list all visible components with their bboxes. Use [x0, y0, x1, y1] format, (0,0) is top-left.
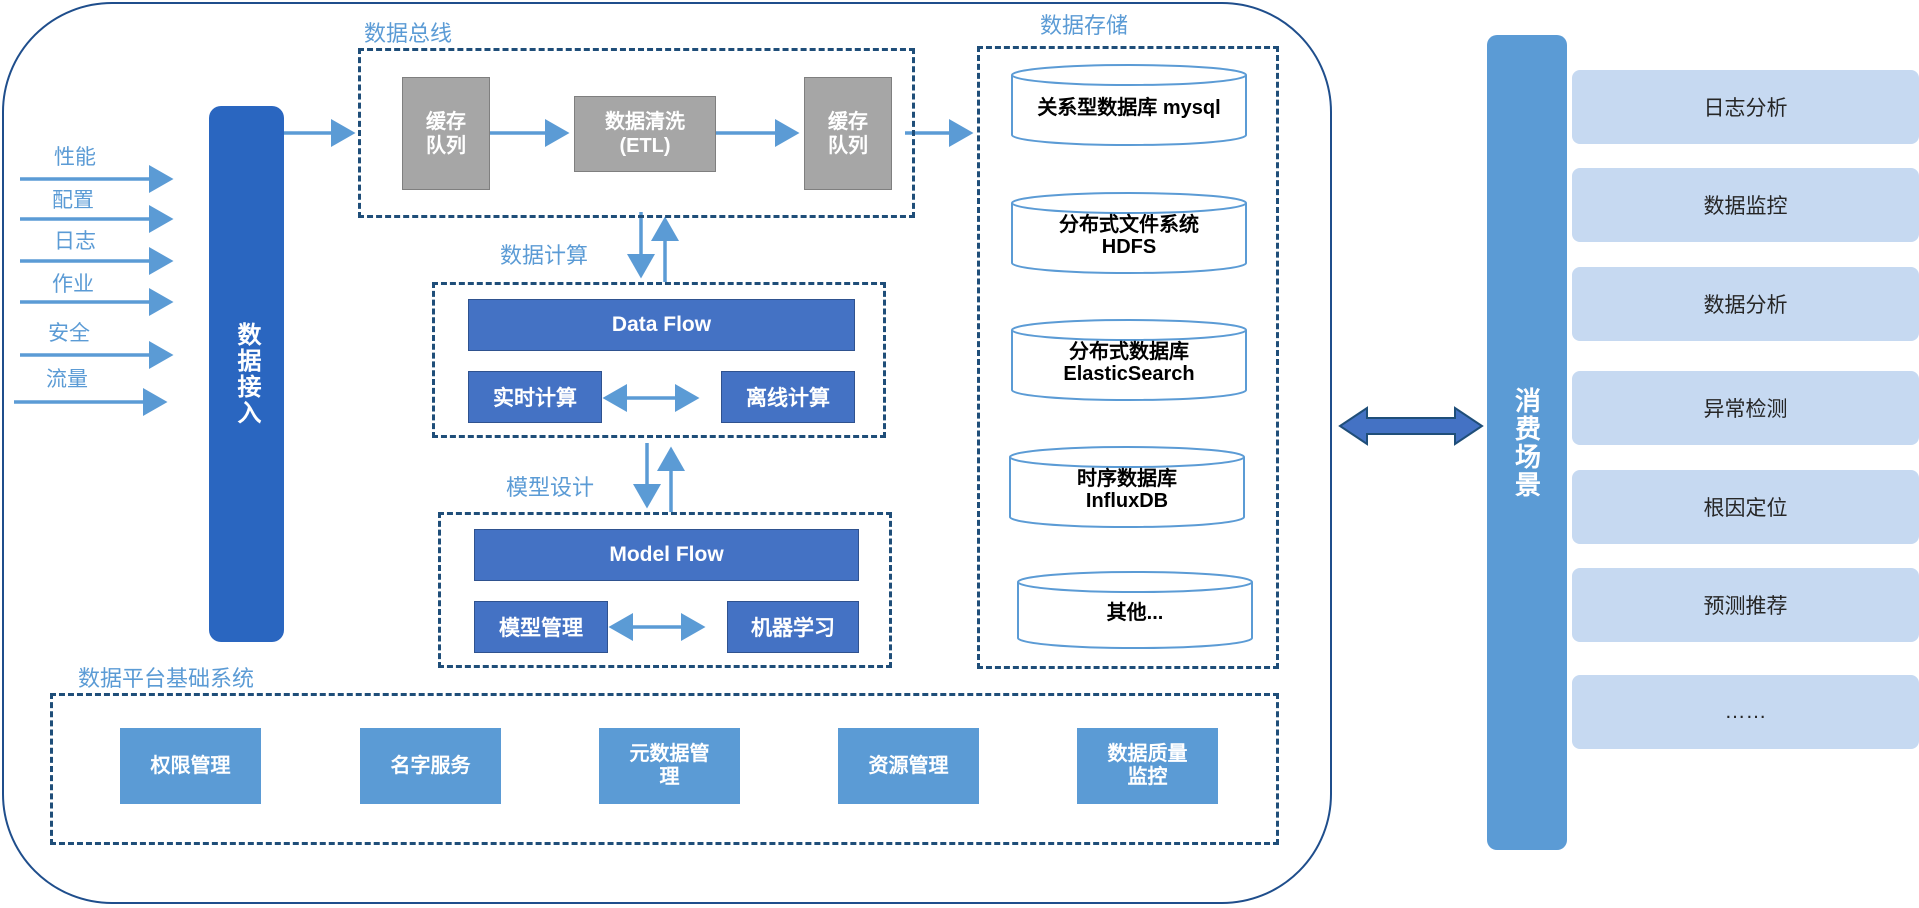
- data-bus-frame: [358, 48, 915, 218]
- source-label: 安全: [48, 322, 90, 345]
- metadata-mgmt-box: 元数据管 理: [599, 728, 740, 804]
- data-compute-frame: [432, 282, 886, 438]
- storage-label: 分布式文件系统 HDFS: [1059, 214, 1199, 258]
- storage-label: 时序数据库 InfluxDB: [1077, 468, 1177, 512]
- scenario-item: 预测推荐: [1572, 568, 1919, 642]
- consumption-label: 消费场景: [1511, 386, 1542, 499]
- section-title-model-design: 模型设计: [506, 475, 595, 500]
- model-design-frame: [438, 512, 892, 668]
- source-label: 作业: [52, 273, 94, 296]
- machine-learning-box: 机器学习: [727, 601, 859, 653]
- platform-consume-double-arrow: [1338, 406, 1484, 446]
- data-storage-frame: [977, 46, 1279, 669]
- source-label: 配置: [52, 189, 94, 212]
- cylinder-shape: [1017, 571, 1253, 649]
- data-intake-label: 数据接入: [233, 322, 260, 426]
- source-label: 日志: [54, 230, 96, 253]
- offline-compute-box: 离线计算: [721, 371, 855, 423]
- resource-mgmt-box: 资源管理: [838, 728, 979, 804]
- realtime-compute-box: 实时计算: [468, 371, 602, 423]
- source-label: 流量: [46, 368, 88, 391]
- section-title-data-storage: 数据存储: [1040, 13, 1129, 38]
- cylinder-shape: [1011, 319, 1247, 401]
- storage-other: 其他...: [1016, 570, 1254, 650]
- scenario-item: 根因定位: [1572, 470, 1919, 544]
- source-label: 性能: [54, 146, 96, 169]
- data-cleaning-etl: 数据清洗 (ETL): [574, 96, 716, 172]
- section-title-data-bus: 数据总线: [364, 21, 453, 46]
- cylinder-shape: [1011, 192, 1247, 274]
- storage-label: 其他...: [1106, 602, 1164, 624]
- scenario-item: ……: [1572, 675, 1919, 749]
- section-title-data-compute: 数据计算: [500, 243, 589, 268]
- model-flow-bar: Model Flow: [474, 529, 859, 581]
- scenario-item: 日志分析: [1572, 70, 1919, 144]
- storage-hdfs: 分布式文件系统 HDFS: [1010, 191, 1248, 275]
- section-title-platform-base: 数据平台基础系统: [78, 666, 255, 691]
- storage-influxdb: 时序数据库 InfluxDB: [1008, 445, 1246, 529]
- permission-mgmt-box: 权限管理: [120, 728, 261, 804]
- main-platform-container: [2, 2, 1332, 904]
- cylinder-shape: [1009, 446, 1245, 528]
- cache-queue-2: 缓存 队列: [804, 77, 892, 190]
- name-service-box: 名字服务: [360, 728, 501, 804]
- model-management-box: 模型管理: [474, 601, 608, 653]
- scenario-item: 数据分析: [1572, 267, 1919, 341]
- platform-base-frame: [50, 693, 1279, 845]
- cylinder-shape: [1011, 64, 1247, 146]
- storage-mysql: 关系型数据库 mysql: [1010, 63, 1248, 147]
- storage-elasticsearch: 分布式数据库 ElasticSearch: [1010, 318, 1248, 402]
- data-quality-box: 数据质量 监控: [1077, 728, 1218, 804]
- data-intake-bar: 数据接入: [209, 106, 284, 642]
- scenario-item: 数据监控: [1572, 168, 1919, 242]
- storage-label: 分布式数据库 ElasticSearch: [1063, 341, 1195, 385]
- storage-label: 关系型数据库 mysql: [1037, 97, 1221, 119]
- consumption-scenarios-bar: 消费场景: [1487, 35, 1567, 850]
- scenario-item: 异常检测: [1572, 371, 1919, 445]
- data-flow-bar: Data Flow: [468, 299, 855, 351]
- cache-queue-1: 缓存 队列: [402, 77, 490, 190]
